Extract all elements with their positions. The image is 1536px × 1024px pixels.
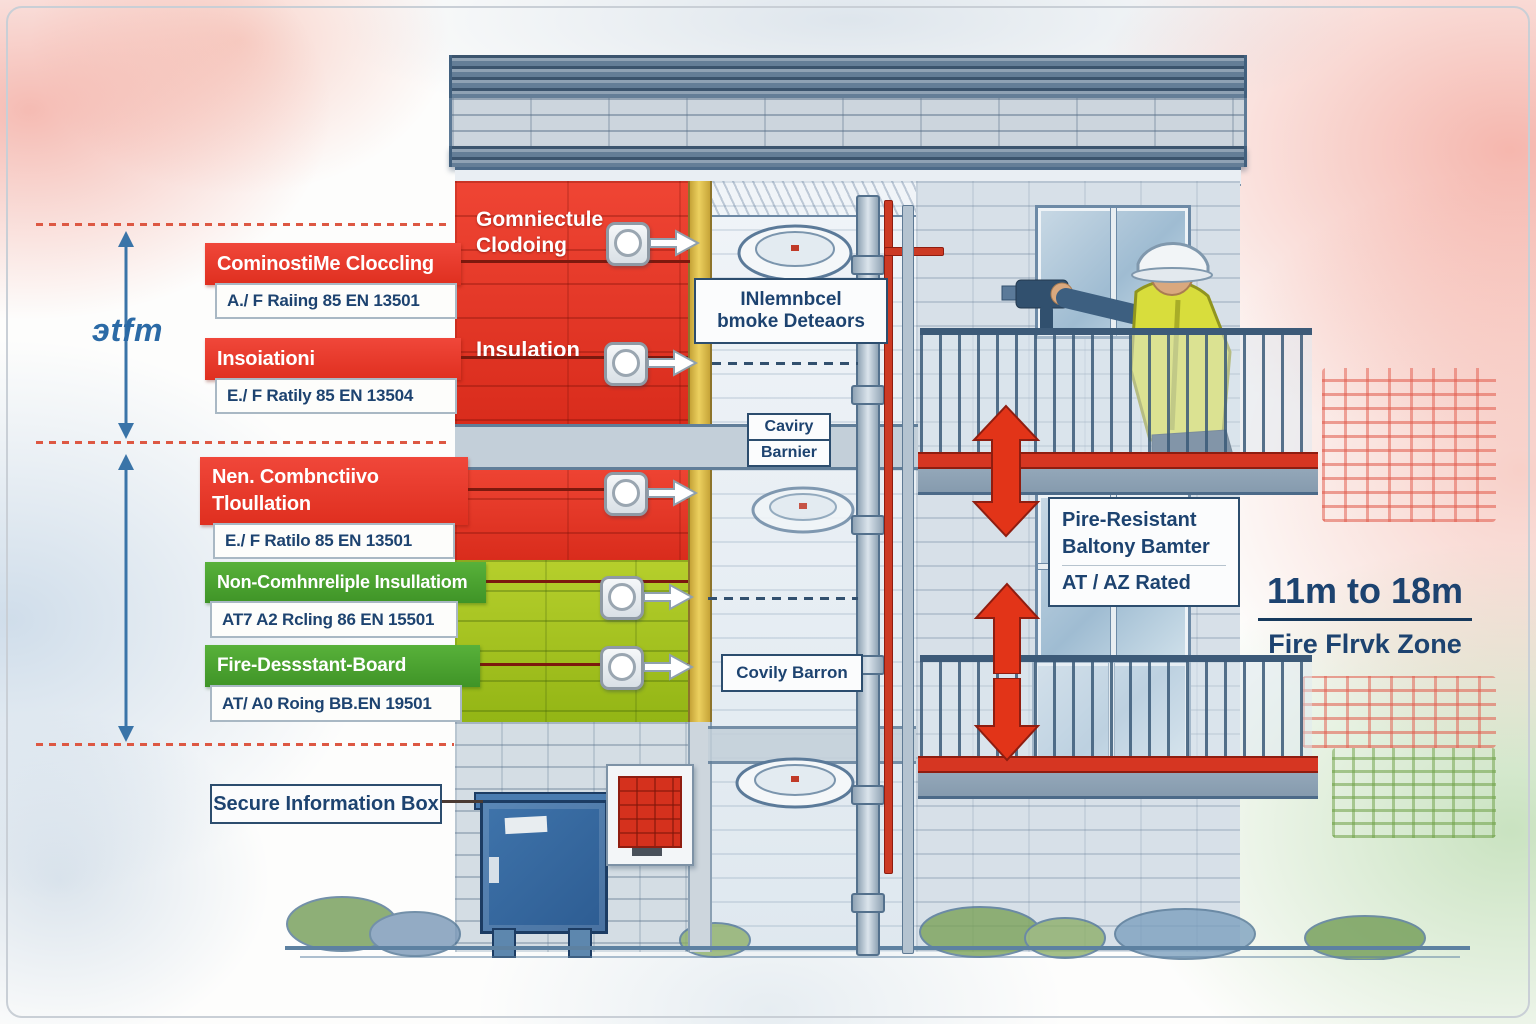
- red-pipe-branch: [884, 247, 944, 256]
- detector-button-face: [612, 479, 640, 507]
- level-dashed-line-top: [36, 223, 450, 226]
- smoke-detector-label: INlemnbcel bmoke Deteaors: [694, 278, 888, 344]
- secure-information-cabinet: [480, 800, 608, 934]
- leader-line: [437, 800, 483, 803]
- detector-button: [604, 472, 648, 516]
- fire-zone-name: Fire Flrvk Zone: [1268, 629, 1462, 659]
- material-label-green-insulation: Non-Comhnreliple Insullatiom: [205, 562, 486, 603]
- fire-spread-arrow-up: [973, 582, 1041, 674]
- detector-button: [606, 222, 650, 266]
- dimension-line-upper: [118, 231, 134, 439]
- right-arrow-icon: [644, 653, 694, 681]
- detector-button-face: [612, 349, 640, 377]
- leader-line: [457, 663, 688, 666]
- roof-parapet-cornice: [449, 146, 1247, 167]
- cabinet-lock: [489, 857, 499, 883]
- right-arrow-icon: [648, 349, 698, 377]
- detector-button-face: [608, 653, 636, 681]
- detector-button-face: [608, 583, 636, 611]
- balcony-railing-lower: [920, 655, 1312, 767]
- combustible-cladding-lower: [455, 464, 688, 560]
- ground-line-secondary: [300, 956, 1460, 958]
- cavity-barrier-label-lower: Covily Barron: [721, 654, 863, 692]
- material-label-cladding: CominostiMe Cloccling: [205, 243, 461, 285]
- rating-label-insulation: E./ F Ratily 85 EN 13504: [215, 378, 457, 414]
- rating-label-cladding: A./ F Raiing 85 EN 13501: [215, 283, 457, 319]
- right-arrow-icon: [650, 229, 700, 257]
- detector-button-face: [614, 229, 642, 257]
- fire-zone-hatch-middle: [1302, 676, 1496, 748]
- smoke-detector-dome-upper: [737, 224, 853, 282]
- floor-slab-upper: [455, 424, 918, 470]
- material-label-insulation: Insoiationi: [205, 338, 461, 380]
- level-dashed-line-middle: [36, 441, 450, 444]
- smoke-detector-dome-middle: [751, 486, 855, 534]
- cladding-face-label: Gomniectule Clodoing: [476, 208, 604, 258]
- cavity-barrier-label-upper: Caviry Barnier: [747, 413, 831, 467]
- secondary-pipe: [902, 205, 914, 954]
- interior-ceiling-hatch: [708, 181, 916, 217]
- smoke-detector-dome-lower: [735, 757, 855, 809]
- detector-button: [604, 342, 648, 386]
- detector-button: [600, 576, 644, 620]
- fire-spread-arrow-down: [973, 678, 1041, 762]
- leader-line: [437, 356, 688, 359]
- balcony-barrier-label: Pire-Resistant Baltony Bamter AT / AZ Ra…: [1048, 497, 1240, 607]
- rating-label-fire-board: AT/ A0 Roing BB.EN 19501: [210, 685, 462, 722]
- window-mullion: [1110, 208, 1117, 336]
- leader-line: [437, 260, 690, 263]
- cabinet-label-sticker: [504, 815, 548, 835]
- pipe-coupler: [851, 385, 885, 405]
- insulation-face-label: Insulation: [476, 337, 580, 362]
- hard-hat-icon: [1136, 241, 1210, 277]
- detector-dashed-line-upper: [712, 362, 858, 365]
- material-label-fire-board: Fire-Dessstant-Board: [205, 645, 480, 687]
- right-arrow-icon: [648, 479, 698, 507]
- balcony-fire-stripe-lower: [918, 756, 1318, 773]
- material-label-noncombustible: Nen. Combnctiivo Tloullation: [200, 457, 468, 525]
- cabinet-leg: [492, 928, 516, 958]
- rating-label-green-insulation: AT7 A2 Rcling 86 EN 15501: [210, 601, 458, 638]
- fire-zone-range: 11m to 18m: [1258, 570, 1472, 621]
- pipe-coupler: [851, 255, 885, 275]
- drill-handle: [1040, 306, 1053, 332]
- combustible-cladding-upper: [455, 181, 688, 424]
- leader-line: [462, 580, 688, 583]
- alarm-panel-detail: [632, 848, 662, 856]
- pipe-coupler: [851, 893, 885, 913]
- detector-button: [600, 646, 644, 690]
- dimension-line-lower: [118, 454, 134, 742]
- roof-parapet-top: [449, 55, 1247, 98]
- fire-spread-arrow-double: [971, 404, 1041, 538]
- insulation-green-panel: [455, 560, 688, 722]
- rating-label-noncombustible: E./ F Ratilo 85 EN 13501: [213, 523, 455, 559]
- secure-box-label: Secure Information Box: [210, 784, 442, 824]
- level-dashed-line-bottom: [36, 743, 454, 746]
- roof-parapet-course: [449, 98, 1247, 146]
- dry-riser-red-pipe: [884, 200, 893, 874]
- pipe-coupler: [851, 785, 885, 805]
- leader-line: [442, 488, 690, 491]
- cabinet-leg: [568, 928, 592, 958]
- right-arrow-icon: [644, 583, 694, 611]
- fire-zone-hatch-green: [1332, 748, 1496, 838]
- detector-dashed-line-lower: [708, 597, 858, 600]
- fire-alarm-call-point: [618, 776, 682, 848]
- fire-zone-hatch-upper: [1322, 368, 1496, 522]
- height-dimension-label: эtfm: [92, 312, 164, 348]
- pipe-coupler: [851, 515, 885, 535]
- hard-hat-brim: [1131, 267, 1213, 283]
- fire-zone-label: 11m to 18m Fire Flrvk Zone: [1258, 570, 1472, 660]
